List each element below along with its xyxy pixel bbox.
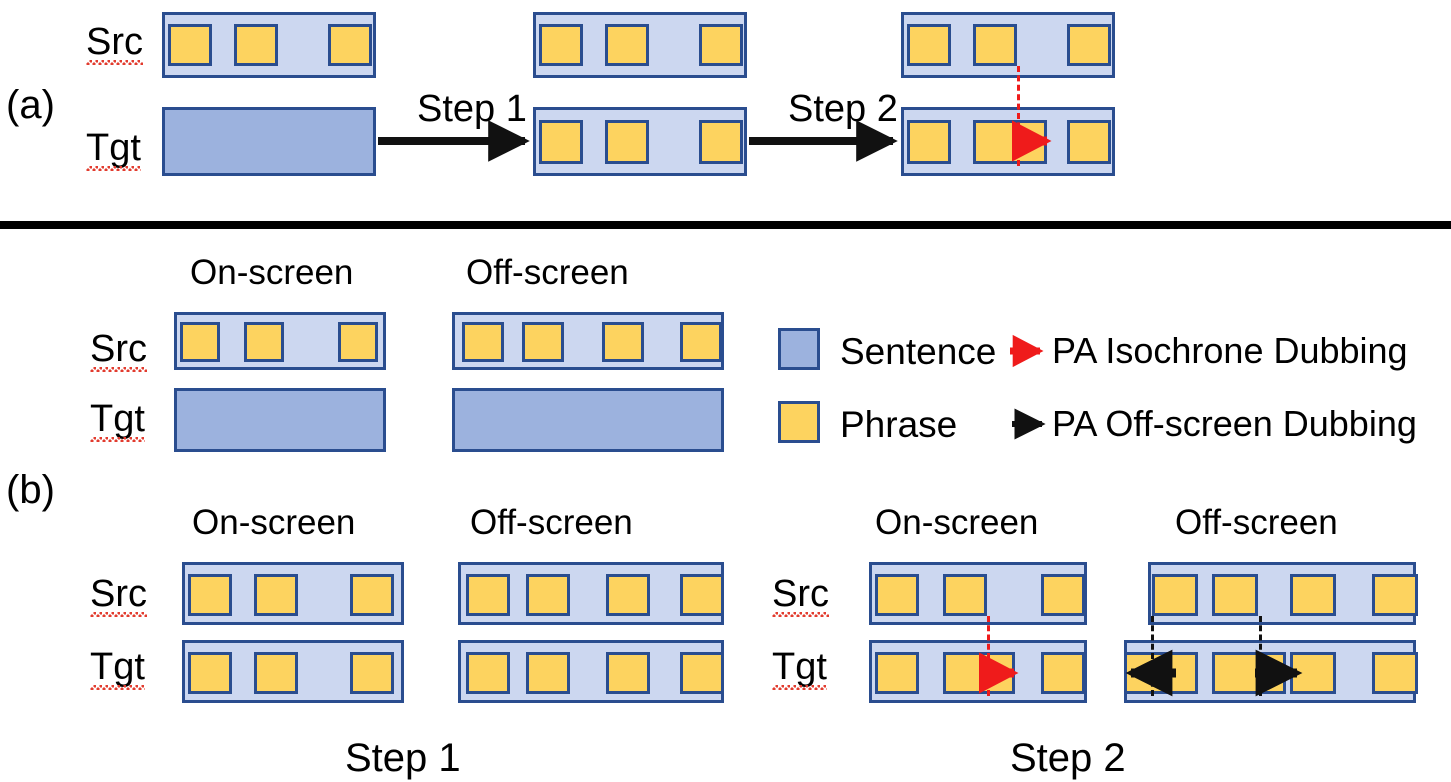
- panel-b-top-onscreen-title: On-screen: [190, 253, 354, 292]
- panel-b-br-offscreen-tgt-phrase-2: [1212, 652, 1286, 694]
- panel-a-stage3-tgt-phrase-1: [907, 120, 951, 164]
- panel-b-br-isochrone-guide-line: [987, 616, 990, 696]
- panel-a-tag: (a): [6, 83, 55, 127]
- panel-b-br-offscreen-tgt-phrase-3: [1290, 652, 1336, 694]
- panel-b-br-offscreen-src-phrase-4: [1372, 574, 1418, 616]
- legend-sentence-label: Sentence: [840, 331, 997, 372]
- panel-b-bl-offscreen-src-phrase-1: [466, 574, 510, 616]
- panel-b-br-tgt-label: Tgt: [772, 646, 827, 690]
- spellcheck-squiggle: [90, 367, 147, 372]
- panel-a-stage2-src-phrase-1: [539, 24, 583, 66]
- panel-a-src-label: Src: [86, 21, 143, 65]
- panel-b-br-onscreen-src-phrase-2: [943, 574, 987, 616]
- panel-b-br-onscreen-tgt-phrase-3: [1041, 652, 1085, 694]
- panel-a-stage3-src-phrase-1: [907, 24, 951, 66]
- panel-b-br-src-label: Src: [772, 573, 829, 617]
- panel-b-top-offscreen-title: Off-screen: [466, 253, 629, 292]
- panel-b-bl-onscreen-tgt-phrase-2: [254, 652, 298, 694]
- spellcheck-squiggle: [86, 166, 141, 171]
- panel-b-bl-onscreen-src-phrase-2: [254, 574, 298, 616]
- panel-b-step1-label: Step 1: [345, 736, 461, 780]
- panel-b-top-onscreen-src-phrase-3: [338, 322, 378, 362]
- panel-b-top-offscreen-src-phrase-3: [602, 322, 644, 362]
- panel-a-stage2-tgt-phrase-1: [539, 120, 583, 164]
- panel-b-top-tgt-label: Tgt: [90, 398, 145, 442]
- panel-b-bl-src-label: Src: [90, 573, 147, 617]
- panel-a-stage1-src-phrase-3: [328, 24, 372, 66]
- panel-b-bl-onscreen-src-phrase-1: [188, 574, 232, 616]
- panel-b-bl-offscreen-tgt-phrase-2: [526, 652, 570, 694]
- legend-phrase-label: Phrase: [840, 404, 958, 445]
- panel-b-top-offscreen-tgt-sentence: [452, 388, 724, 452]
- legend-isochrone-label: PA Isochrone Dubbing: [1052, 330, 1408, 371]
- panel-a-step1-label: Step 1: [417, 88, 527, 130]
- panel-a-tgt-label: Tgt: [86, 127, 141, 171]
- panel-b-step2-label: Step 2: [1010, 736, 1126, 780]
- panel-b-bl-offscreen-title: Off-screen: [470, 503, 633, 542]
- section-divider: [0, 221, 1451, 229]
- panel-b-bl-offscreen-tgt-phrase-1: [466, 652, 510, 694]
- panel-b-bl-tgt-label: Tgt: [90, 646, 145, 690]
- panel-b-br-offscreen-title: Off-screen: [1175, 503, 1338, 542]
- panel-b-top-onscreen-tgt-sentence: [174, 388, 386, 452]
- panel-a-step2-label: Step 2: [788, 88, 898, 130]
- panel-b-top-onscreen-src-phrase-2: [244, 322, 284, 362]
- panel-b-bl-onscreen-tgt-phrase-3: [350, 652, 394, 694]
- panel-b-top-offscreen-src-phrase-4: [680, 322, 722, 362]
- panel-b-top-offscreen-src-phrase-1: [462, 322, 504, 362]
- panel-a-stage1-src-phrase-2: [234, 24, 278, 66]
- panel-b-br-onscreen-src-phrase-1: [875, 574, 919, 616]
- panel-b-top-src-label: Src: [90, 328, 147, 372]
- panel-b-br-onscreen-tgt-phrase-1: [875, 652, 919, 694]
- spellcheck-squiggle: [90, 685, 145, 690]
- panel-b-br-offscreen-guide-line-2: [1259, 616, 1262, 696]
- spellcheck-squiggle: [772, 685, 827, 690]
- panel-b-br-offscreen-src-phrase-3: [1290, 574, 1336, 616]
- panel-a-stage2-src-phrase-3: [699, 24, 743, 66]
- panel-a-stage3-tgt-phrase-3: [1067, 120, 1111, 164]
- panel-b-br-offscreen-tgt-phrase-4: [1372, 652, 1418, 694]
- legend-sentence-swatch: [778, 328, 820, 370]
- panel-b-bl-offscreen-src-phrase-4: [680, 574, 724, 616]
- panel-a-stage1-tgt-sentence: [162, 107, 376, 176]
- panel-b-br-onscreen-tgt-phrase-2: [943, 652, 1015, 694]
- panel-b-br-onscreen-src-phrase-3: [1041, 574, 1085, 616]
- panel-a-stage2-src-phrase-2: [605, 24, 649, 66]
- panel-b-br-offscreen-guide-line-1: [1151, 616, 1154, 696]
- panel-b-br-onscreen-title: On-screen: [875, 503, 1039, 542]
- panel-a-stage3-src-phrase-2: [973, 24, 1017, 66]
- panel-a-stage2-tgt-phrase-3: [699, 120, 743, 164]
- panel-a-isochrone-guide-line: [1017, 66, 1020, 166]
- panel-a-stage1-src-phrase-1: [168, 24, 212, 66]
- panel-b-bl-offscreen-tgt-phrase-4: [680, 652, 724, 694]
- panel-b-bl-offscreen-src-phrase-3: [606, 574, 650, 616]
- panel-b-bl-onscreen-src-phrase-3: [350, 574, 394, 616]
- panel-b-br-offscreen-tgt-phrase-1: [1124, 652, 1198, 694]
- panel-a-stage3-tgt-phrase-2: [973, 120, 1047, 164]
- panel-b-bl-onscreen-title: On-screen: [192, 503, 356, 542]
- legend-offscreen-label: PA Off-screen Dubbing: [1052, 403, 1417, 444]
- panel-b-br-offscreen-src-phrase-1: [1152, 574, 1198, 616]
- panel-b-top-onscreen-src-phrase-1: [180, 322, 220, 362]
- panel-b-top-offscreen-src-phrase-2: [522, 322, 564, 362]
- panel-b-tag: (b): [6, 468, 55, 512]
- spellcheck-squiggle: [772, 612, 829, 617]
- panel-a-stage3-src-phrase-3: [1067, 24, 1111, 66]
- panel-a-stage2-tgt-phrase-2: [605, 120, 649, 164]
- panel-b-bl-offscreen-tgt-phrase-3: [606, 652, 650, 694]
- legend-phrase-swatch: [778, 401, 820, 443]
- panel-b-bl-offscreen-src-phrase-2: [526, 574, 570, 616]
- panel-b-bl-onscreen-tgt-phrase-1: [188, 652, 232, 694]
- spellcheck-squiggle: [90, 612, 147, 617]
- spellcheck-squiggle: [90, 437, 145, 442]
- spellcheck-squiggle: [86, 60, 143, 65]
- panel-b-br-offscreen-src-phrase-2: [1212, 574, 1258, 616]
